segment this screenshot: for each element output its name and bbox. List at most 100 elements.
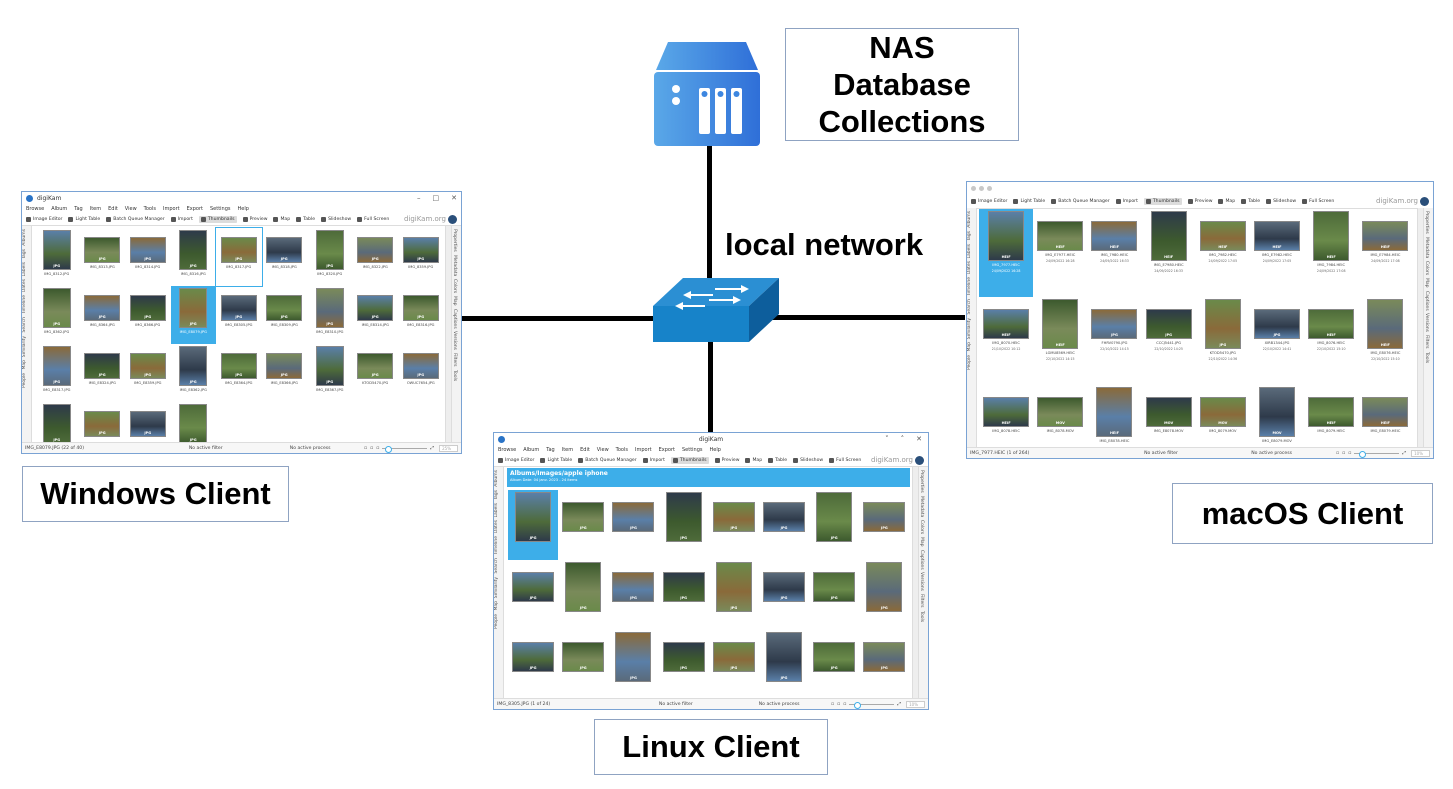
toolbar-preview-button[interactable]: Preview [1187,198,1212,204]
thumbnail-image[interactable]: HEIF [1362,397,1409,427]
thumbnail-image[interactable]: JPG [220,353,257,379]
thumbnail-image[interactable]: JPG [512,642,555,672]
left-tab-albums[interactable]: Albums [494,470,499,487]
toolbar-map-button[interactable]: Map [745,457,762,463]
thumbnail-image[interactable]: JPG [266,353,303,379]
actual-size-icon[interactable]: ▫ [370,445,374,451]
left-tab-dates[interactable]: Dates [967,261,972,275]
toolbar-import-button[interactable]: Import [642,457,665,463]
thumbnail-item[interactable]: JPG [608,490,658,560]
toolbar-batch-queue-manager-button[interactable]: Batch Queue Manager [1051,198,1110,204]
thumbnail-image[interactable]: JPG [179,288,208,328]
toolbar-thumbnails-button[interactable]: Thumbnails [1143,197,1182,205]
toolbar-image-editor-button[interactable]: Image Editor [26,216,62,222]
thumbnail-image[interactable]: HEIF [1150,211,1187,261]
vertical-scrollbar[interactable] [912,467,918,699]
thumbnail-image[interactable]: JPG [813,572,856,602]
menu-view[interactable]: View [596,446,609,453]
menu-tools[interactable]: Tools [615,446,628,453]
thumbnail-image[interactable]: JPG [1091,309,1138,339]
thumbnail-image[interactable]: HEIF [983,309,1030,339]
thumbnail-image[interactable]: JPG [42,230,71,270]
left-tab-tags[interactable]: Tags [22,248,27,259]
toolbar-map-button[interactable]: Map [273,216,290,222]
menu-help[interactable]: Help [709,446,721,453]
thumbnail-image[interactable]: JPG [662,572,705,602]
thumbnail-image[interactable]: JPG [266,237,303,263]
thumbnail-item[interactable]: JPG [859,560,909,630]
toolbar-slideshow-button[interactable]: Slideshow [1266,198,1296,204]
thumbnail-item[interactable]: JPG [508,630,558,700]
menu-tag[interactable]: Tag [546,446,555,453]
left-tab-map[interactable]: Map [967,342,972,352]
toolbar-slideshow-button[interactable]: Slideshow [321,216,351,222]
thumbnail-image[interactable]: JPG [612,572,655,602]
thumbnail-item[interactable]: JPG [659,490,709,560]
thumbnail-item[interactable]: JPG [125,402,171,453]
thumbnail-image[interactable]: JPG [565,562,602,612]
thumbnail-image[interactable]: JPG [179,230,208,270]
left-tab-timeline[interactable]: Timeline [494,536,499,556]
left-tab-dates[interactable]: Dates [494,520,499,534]
thumbnail-image[interactable]: JPG [357,295,394,321]
toolbar-thumbnails-button[interactable]: Thumbnails [670,456,709,464]
toolbar-batch-queue-manager-button[interactable]: Batch Queue Manager [578,457,637,463]
maximize-icon[interactable]: ˄ [900,435,905,443]
thumbnail-image[interactable]: HEIF [1037,221,1084,251]
thumbnail-image[interactable]: JPG [129,237,166,263]
menu-export[interactable]: Export [186,205,203,212]
toolbar-preview-button[interactable]: Preview [714,457,739,463]
right-tab-tools[interactable]: Tools [1424,351,1429,363]
thumbnail-image[interactable]: HEIF [1367,299,1404,349]
zoom-slider[interactable] [1354,450,1400,458]
thumbnail-image[interactable]: JPG [42,346,71,386]
toolbar-slideshow-button[interactable]: Slideshow [793,457,823,463]
right-tab-captions[interactable]: Captions [1424,290,1429,311]
menu-browse[interactable]: Browse [498,446,517,453]
thumbnail-image[interactable]: JPG [766,632,803,682]
thumbnail-image[interactable]: JPG [863,502,906,532]
toolbar-table-button[interactable]: Table [1241,198,1260,204]
thumbnail-image[interactable]: JPG [129,353,166,379]
thumbnail-image[interactable]: JPG [512,572,555,602]
thumbnail-item[interactable]: JPG [608,560,658,630]
right-tab-colors[interactable]: Colors [452,279,457,294]
right-tab-captions[interactable]: Captions [452,308,457,329]
zoom-slider[interactable] [382,445,428,453]
thumbnail-item[interactable]: JPG [809,560,859,630]
thumbnail-image[interactable]: JPG [715,562,752,612]
toolbar-table-button[interactable]: Table [768,457,787,463]
right-tab-map[interactable]: Map [919,537,924,547]
menu-export[interactable]: Export [658,446,675,453]
toolbar-batch-queue-manager-button[interactable]: Batch Queue Manager [106,216,165,222]
actual-size-icon[interactable]: ▫ [1342,450,1346,456]
left-tab-map[interactable]: Map [494,601,499,611]
left-tab-search[interactable]: Search [494,558,499,574]
thumbnail-image[interactable]: JPG [763,572,806,602]
fit-icon[interactable]: ▫ [364,445,368,451]
thumbnail-image[interactable]: JPG [1254,309,1301,339]
zoom-in-icon[interactable]: ⤢ [430,446,435,451]
right-tab-versions[interactable]: Versions [1424,313,1429,333]
vertical-scrollbar[interactable] [445,226,451,443]
right-tab-captions[interactable]: Captions [919,549,924,570]
thumbnail-item[interactable]: JPG [809,490,859,560]
zoom-out-icon[interactable]: ▫ [843,701,847,707]
right-tab-map[interactable]: Map [452,296,457,306]
thumbnail-item[interactable]: JPG [859,490,909,560]
